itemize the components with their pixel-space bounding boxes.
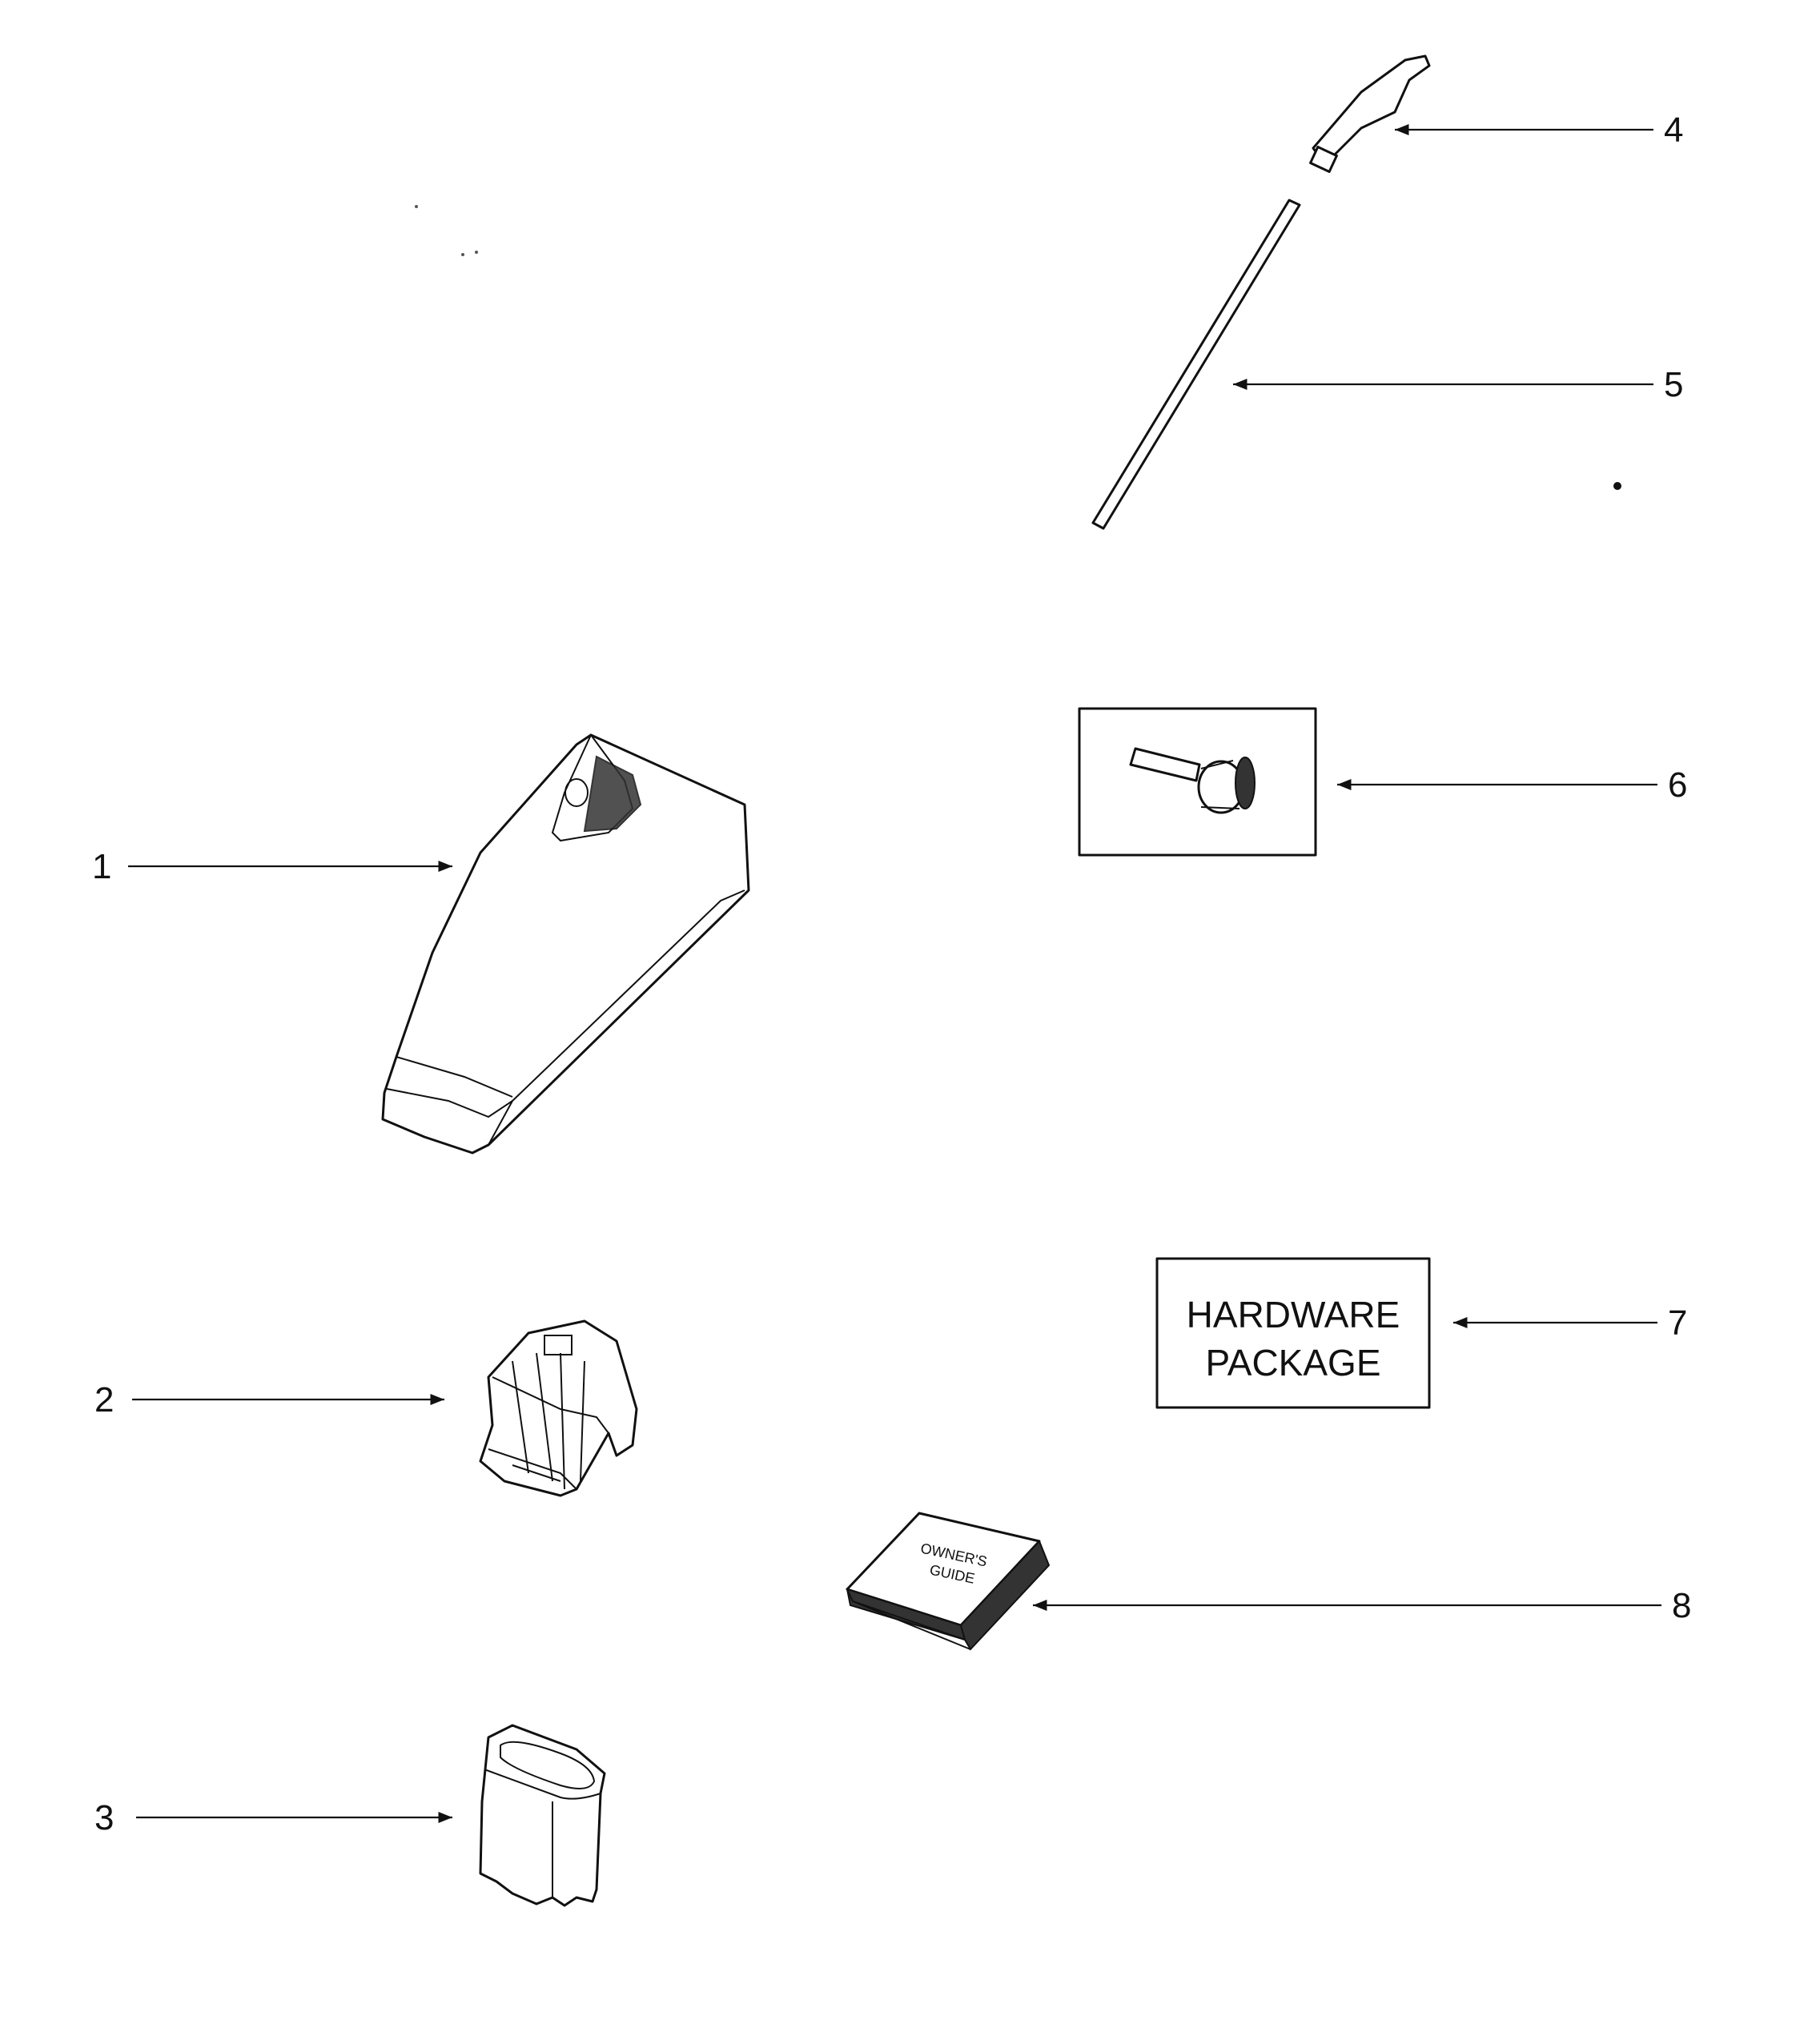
callout-6: 6 [1668,765,1687,805]
part-4-handle [1309,54,1431,173]
part-1-housing [381,733,750,1155]
callout-4: 4 [1664,110,1683,150]
callout-7: 7 [1668,1303,1687,1343]
part-7-hardware-package: HARDWARE PACKAGE [1155,1257,1431,1409]
scan-specks [415,205,1621,490]
part-5-tube [1091,199,1301,530]
callout-2: 2 [94,1380,114,1420]
leader-lines [128,123,1661,1824]
hardware-box-line2: PACKAGE [1206,1342,1381,1383]
hardware-box-line1: HARDWARE [1187,1294,1400,1335]
callout-5: 5 [1664,365,1683,404]
part-8-owners-guide: OWNER'S GUIDE [846,1512,1051,1651]
callout-1: 1 [92,847,111,886]
part-2-filter [479,1319,638,1497]
part-3-sleeve [479,1724,606,1907]
callout-8: 8 [1672,1586,1691,1625]
callout-3: 3 [94,1798,114,1837]
callout-numbers: 1 2 3 4 5 6 7 8 [92,110,1691,1837]
part-6-small-parts [1078,707,1317,857]
